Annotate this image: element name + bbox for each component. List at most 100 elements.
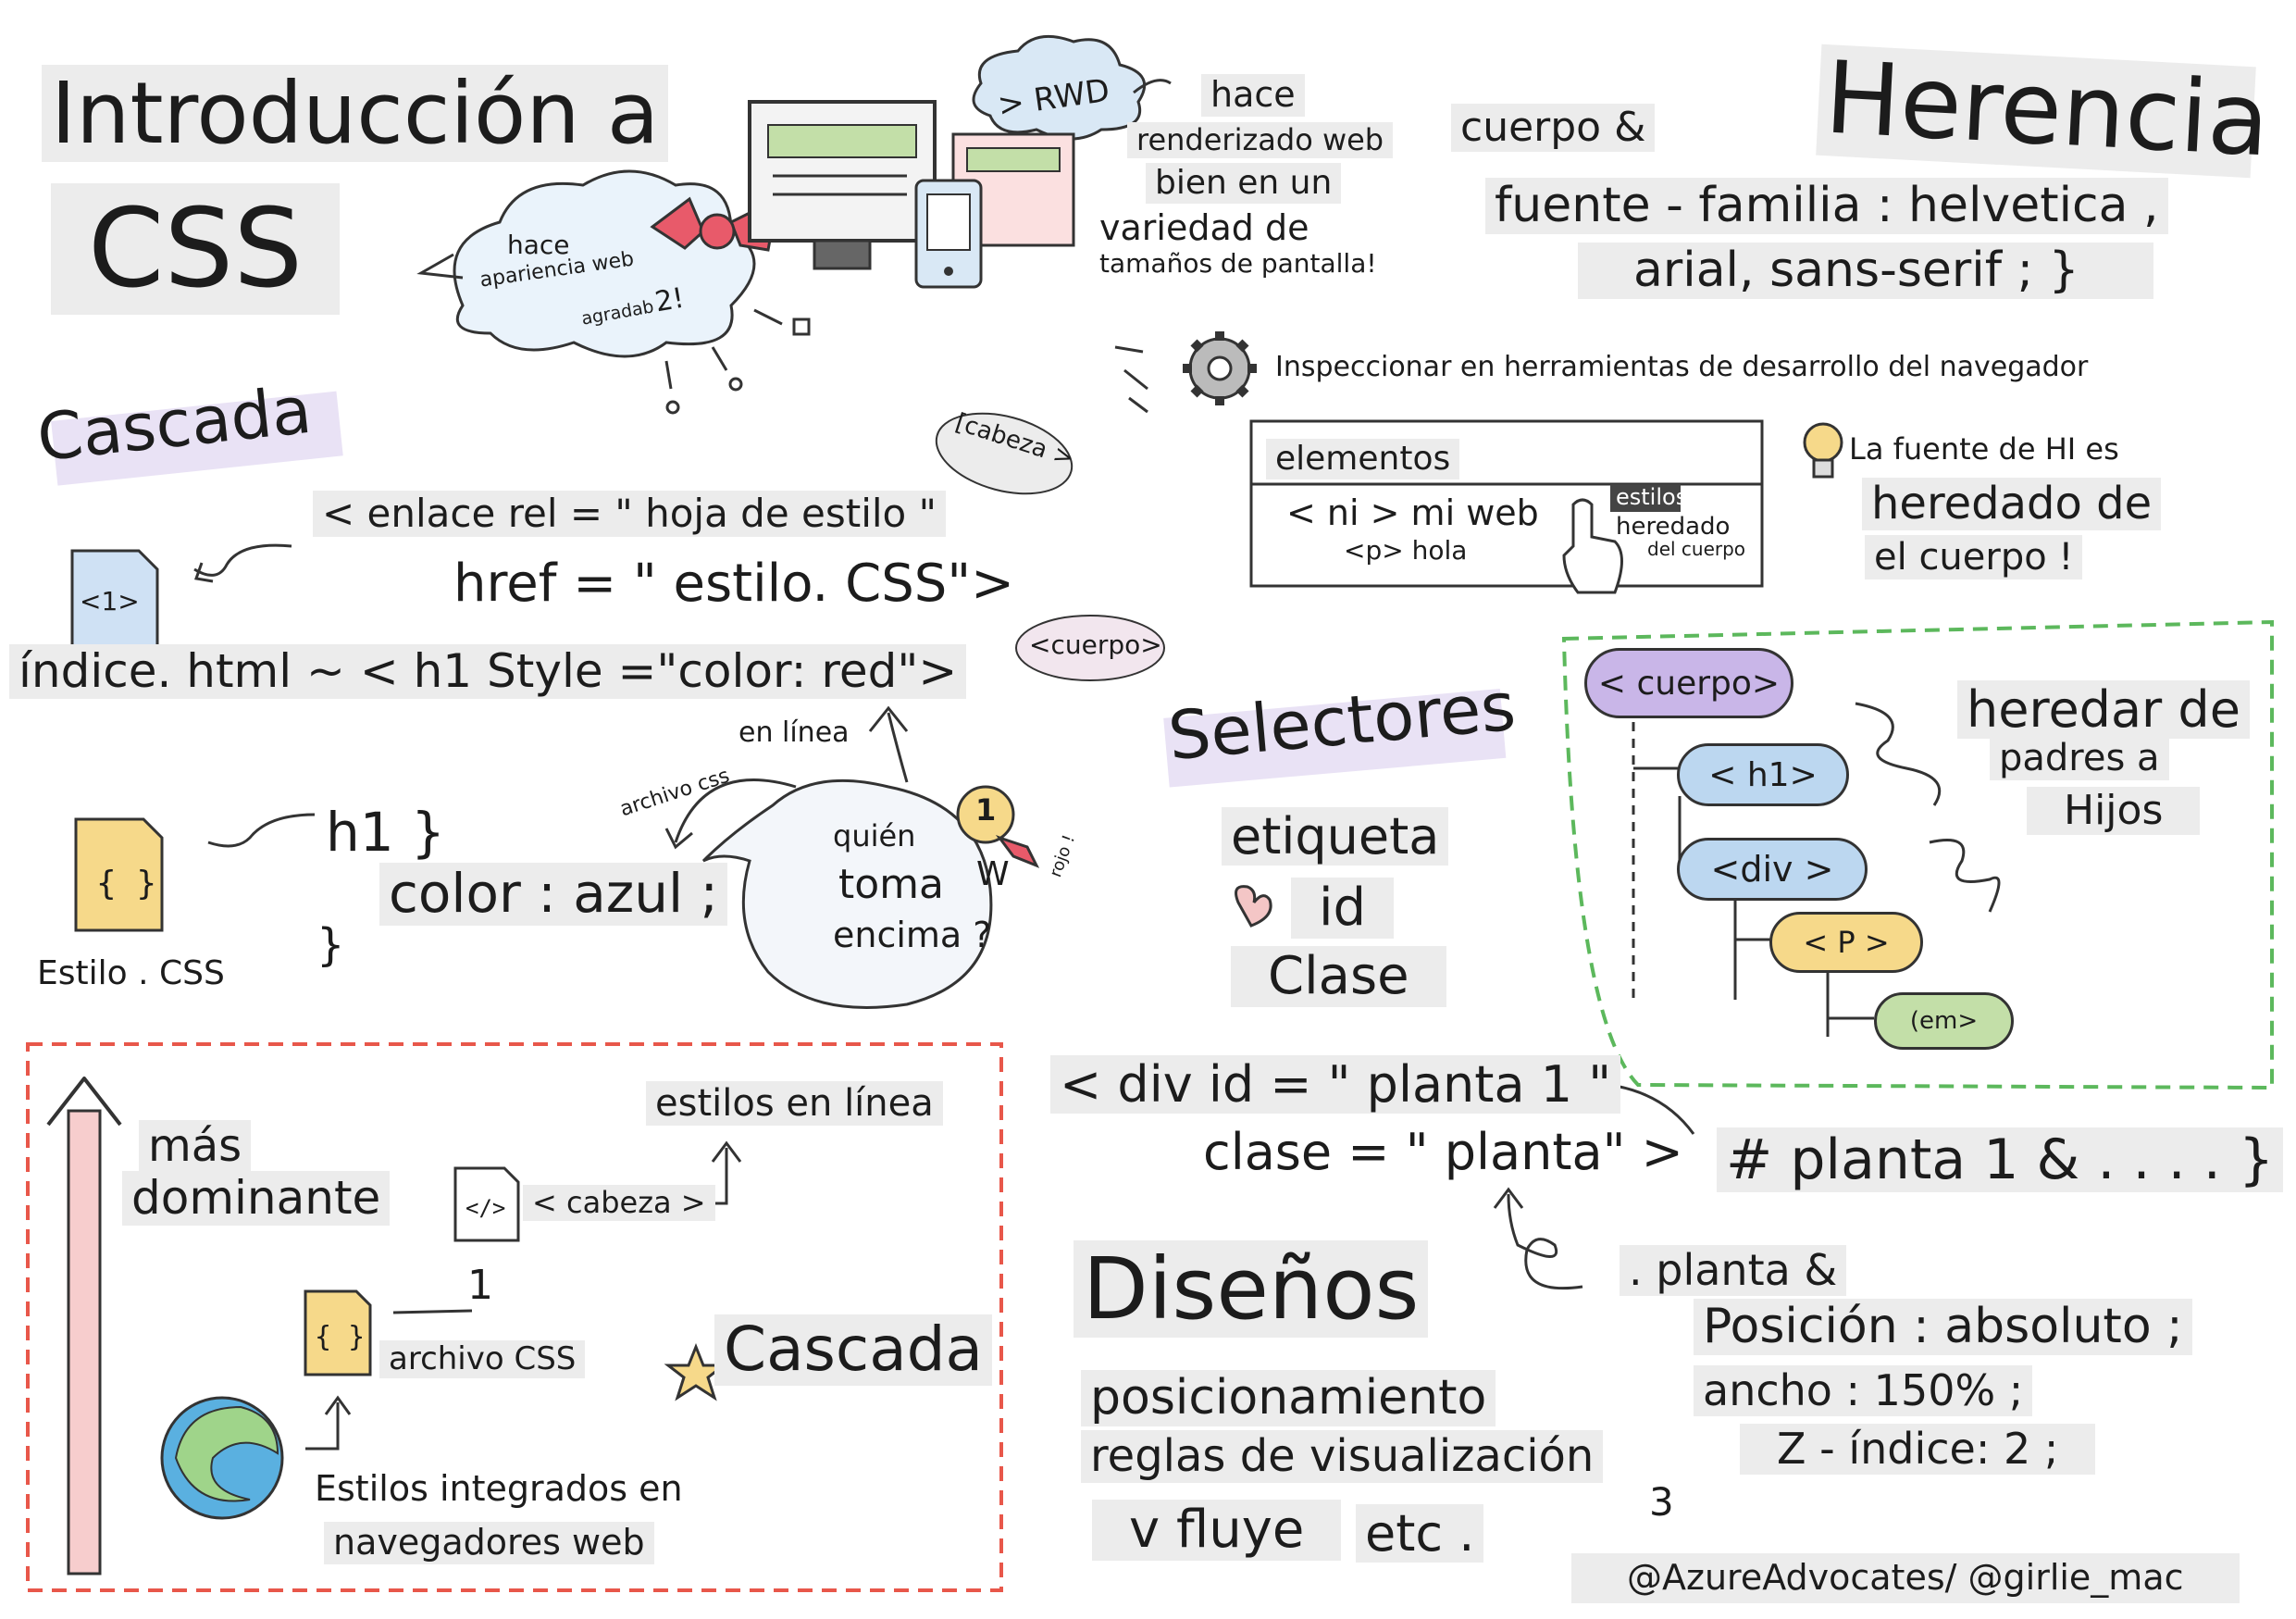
highlight-swash xyxy=(1163,689,1507,788)
css-file-name: Estilo . CSS xyxy=(37,954,225,992)
styles-tab-bg xyxy=(1610,484,1681,512)
rwd-desc-5: tamaños de pantalla! xyxy=(1099,248,1377,279)
question-circle xyxy=(701,778,993,1009)
devtools-styles-tab[interactable]: estilos xyxy=(1616,484,1688,510)
tree-node-em: (em> xyxy=(1874,992,2014,1050)
tree-caption-2: padres a xyxy=(1990,736,2169,780)
winner-letter: W xyxy=(976,855,1010,893)
css-file-icon xyxy=(74,817,164,932)
medal-icon xyxy=(956,785,1040,868)
selector-id: id xyxy=(1291,878,1395,939)
inheritance-note-1: La fuente de HI es xyxy=(1849,431,2119,467)
tree-node-body: < cuerpo> xyxy=(1584,648,1793,718)
layouts-heading: Diseños xyxy=(1074,1240,1429,1339)
head-bubble xyxy=(935,412,1074,495)
appearance-suffix: 2! xyxy=(652,281,687,319)
class-rule-1: . planta & xyxy=(1620,1245,1847,1296)
body-bubble-label: <cuerpo> xyxy=(1029,629,1162,660)
rwd-desc-3: bien en un xyxy=(1146,163,1342,204)
devtools-node-1[interactable]: < ni > mi web xyxy=(1286,492,1539,533)
heart-icon xyxy=(1235,885,1272,928)
tree-caption-1: heredar de xyxy=(1957,680,2250,740)
most-dominant-2: dominante xyxy=(122,1171,391,1226)
devtools-from-body: del cuerpo xyxy=(1647,538,1746,560)
selector-code-1: < div id = " planta 1 " xyxy=(1050,1055,1621,1115)
highlight-swash xyxy=(1816,44,2256,179)
css-file-small-icon xyxy=(304,1289,372,1376)
priority-arrow xyxy=(46,1077,122,1575)
selector-class: Clase xyxy=(1231,946,1446,1007)
cascade-code-2: href = " estilo. CSS"> xyxy=(453,554,1014,614)
inheritance-code-3: arial, sans-serif ; } xyxy=(1578,243,2153,300)
question-1: quién xyxy=(833,818,916,853)
title-line2: CSS xyxy=(51,183,341,315)
css-small-braces: { } xyxy=(315,1321,366,1353)
rwd-desc-2: renderizado web xyxy=(1127,122,1394,159)
priority-head: < cabeza > xyxy=(523,1185,715,1222)
priority-cascade: Cascada xyxy=(714,1314,992,1386)
inheritance-heading: Herencia xyxy=(1822,40,2273,180)
inline-label: en línea xyxy=(738,716,850,749)
tree-node-h1: < h1> xyxy=(1677,743,1849,806)
layout-item-1: posicionamiento xyxy=(1081,1370,1496,1427)
browser-logo-icon xyxy=(160,1396,284,1520)
most-dominant-1: más xyxy=(139,1120,252,1173)
inline-code: índice. html ~ < h1 Style ="color: red"> xyxy=(9,644,967,699)
appearance-text-1: hace xyxy=(507,230,570,260)
head-icon-glyph: </> xyxy=(465,1195,506,1221)
rule-close: } xyxy=(316,919,345,971)
selector-code-2: clase = " planta" > xyxy=(1203,1123,1683,1181)
inheritance-code-1: cuerpo & xyxy=(1451,104,1656,153)
html-file-label: <1> xyxy=(80,586,140,616)
devices-illustration xyxy=(748,100,1075,289)
layout-item-3: v fluye xyxy=(1092,1500,1342,1561)
inline-styles: estilos en línea xyxy=(646,1081,943,1126)
lightbulb-icon xyxy=(1803,422,1843,479)
css-file-braces: { } xyxy=(96,865,157,903)
title-line1: Introducción a xyxy=(42,65,669,163)
tree-caption-3: Hijos xyxy=(2027,787,2201,836)
priority-rank: 1 xyxy=(467,1262,493,1309)
rwd-cloud xyxy=(972,34,1147,141)
html-file-icon xyxy=(70,549,159,650)
gear-icon xyxy=(1183,331,1257,405)
question-3: encima ? xyxy=(833,915,992,955)
inheritance-code-2: fuente - familia : helvetica , xyxy=(1485,178,2168,235)
rwd-desc-4: variedad de xyxy=(1099,207,1309,248)
devtools-tab[interactable]: elementos xyxy=(1266,439,1460,479)
arrow xyxy=(207,813,316,848)
body-bubble xyxy=(1015,615,1165,681)
tree-node-p: < P > xyxy=(1769,912,1923,973)
sparkle-lines xyxy=(664,308,1148,415)
rule-open: h1 } xyxy=(326,801,445,864)
inheritance-note-2: heredado de xyxy=(1862,478,2162,530)
layout-item-4: etc . xyxy=(1356,1504,1484,1563)
medal-number: 1 xyxy=(975,792,997,828)
arrow xyxy=(1507,1193,1583,1290)
tree-frame xyxy=(1561,619,2274,1090)
devtools-inherited: heredado xyxy=(1616,513,1731,541)
selector-tag: etiqueta xyxy=(1222,807,1449,866)
code-file-icon xyxy=(453,1166,520,1242)
question-2: toma xyxy=(838,861,944,908)
layout-item-2: reglas de visualización xyxy=(1081,1430,1604,1483)
priority-css-file: archivo CSS xyxy=(379,1340,586,1379)
priority-frame xyxy=(26,1042,1003,1592)
id-rule: # planta 1 & . . . . } xyxy=(1717,1127,2284,1192)
devtools-node-2[interactable]: <p> hola xyxy=(1344,535,1468,566)
credit[interactable]: @AzureAdvocates/ @girlie_mac xyxy=(1571,1553,2240,1603)
inheritance-note-3: el cuerpo ! xyxy=(1865,535,2083,579)
cascade-code-1: < enlace rel = " hoja de estilo " xyxy=(313,491,946,538)
tree-node-div: <div > xyxy=(1677,838,1868,901)
builtin-1: Estilos integrados en xyxy=(315,1468,683,1509)
rule-body: color : azul ; xyxy=(379,863,728,926)
class-rule-3: ancho : 150% ; xyxy=(1694,1365,2033,1416)
pointer-icon xyxy=(1562,498,1623,594)
inspect-label: Inspeccionar en herramientas de desarrol… xyxy=(1275,351,2089,383)
arrow xyxy=(193,543,292,577)
builtin-2: navegadores web xyxy=(324,1522,654,1564)
class-rule-2: Posición : absoluto ; xyxy=(1694,1299,2192,1356)
highlight-swash xyxy=(51,391,343,486)
class-rule-5: 3 xyxy=(1649,1479,1674,1525)
rwd-desc-1: hace xyxy=(1201,74,1305,117)
